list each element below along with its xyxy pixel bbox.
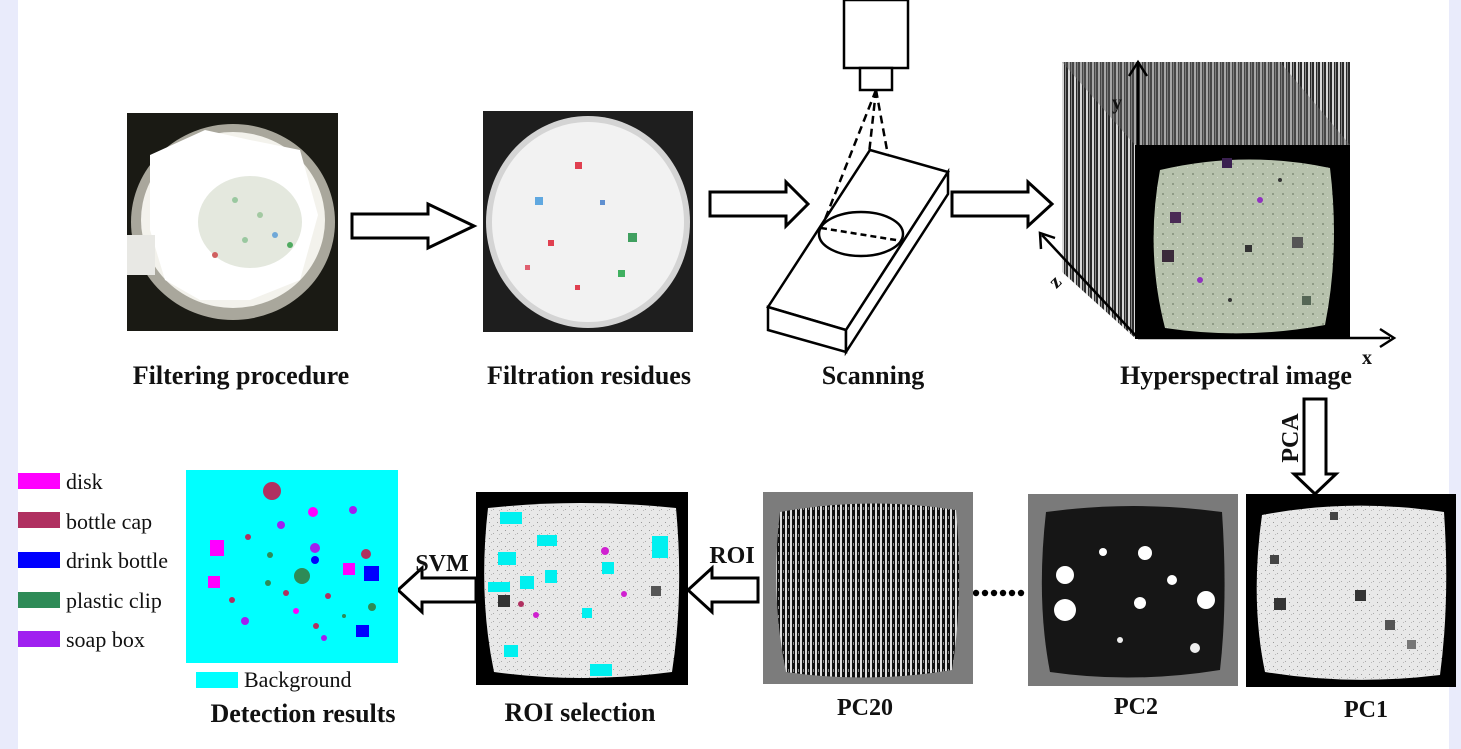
arrow-1 — [350, 201, 478, 251]
legend-swatch — [18, 552, 60, 568]
legend-label: Background — [244, 667, 352, 692]
roi-arrow — [685, 564, 760, 616]
pca-arrow — [1290, 397, 1340, 497]
legend-label: bottle cap — [66, 509, 152, 534]
svm-label: SVM — [415, 551, 468, 577]
roi-label: ROI — [709, 543, 754, 569]
legend-item-soap-box: soap box — [18, 627, 145, 652]
z-axis-label: z — [1044, 271, 1066, 293]
pc1-image — [1246, 494, 1456, 687]
legend-swatch — [18, 631, 60, 647]
filtering-procedure-label: Filtering procedure — [133, 361, 349, 390]
left-margin — [0, 0, 18, 749]
pc20-label: PC20 — [837, 695, 893, 721]
legend-item-plastic-clip: plastic clip — [18, 588, 162, 613]
legend-swatch — [18, 592, 60, 608]
filtering-procedure-photo — [127, 113, 338, 331]
pc2-image — [1028, 494, 1238, 686]
pc2-label: PC2 — [1114, 694, 1158, 720]
legend-label: drink bottle — [66, 548, 168, 573]
detection-results-image — [186, 470, 398, 663]
hyperspectral-cube — [1062, 62, 1350, 339]
arrow-2 — [708, 178, 811, 230]
legend-label: plastic clip — [66, 588, 162, 613]
legend-label: disk — [66, 469, 103, 494]
legend-item-background: Background — [196, 667, 352, 692]
filtration-residues-photo — [483, 111, 693, 332]
filtration-residues-label: Filtration residues — [487, 361, 691, 390]
legend: disk bottle cap drink bottle plastic cli… — [18, 469, 352, 692]
roi-selection-image — [476, 492, 688, 685]
y-axis-label: y — [1112, 92, 1122, 114]
arrow-3 — [950, 178, 1055, 230]
ellipsis-dots — [972, 589, 1025, 597]
pca-label: PCA — [1278, 413, 1304, 463]
scanning-illustration — [766, 0, 950, 357]
legend-swatch — [18, 473, 60, 489]
legend-item-drink-bottle: drink bottle — [18, 548, 168, 573]
pc20-image — [763, 492, 973, 684]
legend-item-disk: disk — [18, 469, 103, 494]
legend-item-bottle-cap: bottle cap — [18, 509, 152, 534]
roi-selection-label: ROI selection — [505, 698, 656, 727]
legend-swatch — [18, 512, 60, 528]
cube-axes — [1038, 59, 1397, 349]
legend-label: soap box — [66, 627, 145, 652]
scanning-label: Scanning — [822, 361, 925, 390]
pc1-label: PC1 — [1344, 697, 1388, 723]
svm-arrow — [395, 564, 478, 616]
legend-swatch — [196, 672, 238, 688]
detection-results-label: Detection results — [210, 699, 395, 728]
hyperspectral-image-label: Hyperspectral image — [1120, 361, 1352, 390]
x-axis-label: x — [1362, 347, 1372, 369]
